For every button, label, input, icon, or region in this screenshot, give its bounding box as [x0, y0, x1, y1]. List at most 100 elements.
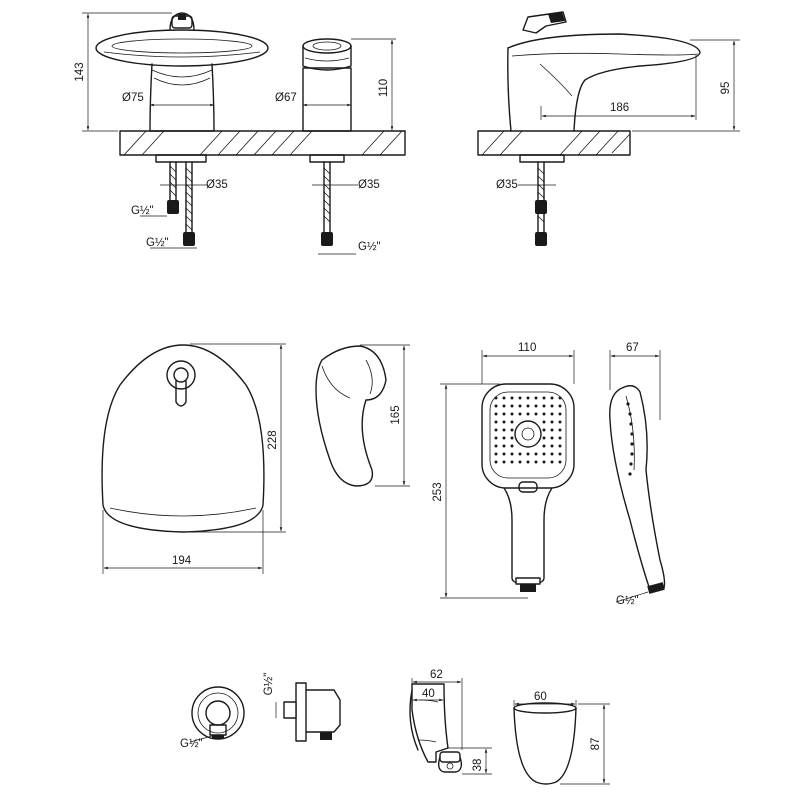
nozzle-dot	[550, 420, 554, 424]
dim-basin-height: 143	[74, 12, 172, 132]
nozzle-dot	[526, 452, 530, 456]
nozzle-dot	[510, 452, 514, 456]
dim-plate-height: 228	[190, 343, 286, 533]
label-holder-height: 38	[472, 759, 484, 772]
nozzle-dot	[494, 396, 498, 400]
nozzle-dot	[558, 412, 562, 416]
label-mixer-diameter: Ø67	[275, 92, 297, 104]
label-head-thread: G½"	[616, 595, 639, 607]
nozzle-dot	[550, 396, 554, 400]
dim-thread-1: G½"	[131, 205, 167, 217]
nozzle-dot	[518, 460, 522, 464]
nozzle-dot	[526, 396, 530, 400]
dim-holder-height: 38	[448, 747, 492, 775]
nozzle-dot	[550, 428, 554, 432]
label-handle-height: 165	[390, 405, 402, 424]
dim-holder-width-outer: 62	[411, 669, 463, 750]
label-holder-width-outer: 62	[430, 669, 443, 681]
label-spout-reach: 186	[610, 102, 629, 114]
nozzle-dot	[502, 396, 506, 400]
label-basin-height: 143	[74, 62, 86, 81]
nozzle-dot	[542, 420, 546, 424]
dim-head-length: 253	[432, 383, 528, 599]
label-cup-width: 60	[534, 691, 547, 703]
wall-outlet-front	[191, 686, 245, 740]
nozzle-dot	[558, 460, 562, 464]
side-nozzles	[626, 402, 634, 476]
nozzle-dot	[494, 404, 498, 408]
nozzle-dot	[542, 436, 546, 440]
hand-shower-side	[609, 385, 666, 594]
shower-nozzles	[494, 396, 562, 464]
dim-handle-height: 165	[360, 344, 410, 487]
nozzle-dot	[550, 444, 554, 448]
nozzle-dot	[502, 444, 506, 448]
faucet-side	[507, 11, 701, 246]
nozzle-dot	[534, 412, 538, 416]
dim-head-thread: G½"	[615, 591, 649, 607]
nozzle-dot	[534, 452, 538, 456]
dim-hose-diameter-1: Ø35	[160, 179, 228, 191]
dim-hose-diameter-3: Ø35	[496, 179, 556, 191]
label-plate-width: 194	[172, 555, 192, 567]
nozzle-dot	[494, 452, 498, 456]
wall-outlet-side	[283, 682, 341, 742]
nozzle-dot	[502, 428, 506, 432]
countertop-front	[119, 130, 406, 156]
nozzle-dot	[542, 452, 546, 456]
nozzle-dot	[518, 396, 522, 400]
nozzle-dot	[534, 460, 538, 464]
dim-outlet-thread-front: G½"	[180, 735, 213, 750]
dim-hose-diameter-2: Ø35	[312, 179, 380, 191]
dim-thread-3: G½"	[318, 241, 381, 255]
dim-head-width: 110	[481, 342, 575, 384]
nozzle-dot	[558, 436, 562, 440]
nozzle-dot	[510, 404, 514, 408]
nozzle-dot	[526, 412, 530, 416]
label-head-length: 253	[432, 482, 444, 501]
label-plate-height: 228	[267, 430, 279, 449]
wall-handle	[315, 345, 387, 487]
label-cup-height: 87	[590, 738, 602, 751]
nozzle-dot	[502, 452, 506, 456]
nozzle-dot	[494, 420, 498, 424]
label-thread-2: G½"	[146, 237, 169, 249]
dim-spout-height: 95	[632, 39, 740, 132]
dim-mixer-height: 110	[351, 38, 406, 132]
nozzle-dot	[510, 412, 514, 416]
label-spout-height: 95	[720, 82, 732, 95]
nozzle-dot	[526, 460, 530, 464]
nozzle-dot	[550, 404, 554, 408]
nozzle-dot	[502, 404, 506, 408]
countertop-side	[477, 130, 631, 156]
label-head-width: 110	[518, 342, 536, 354]
label-holder-width-inner: 40	[422, 688, 435, 700]
label-hose-diameter-1: Ø35	[206, 179, 228, 191]
nozzle-dot	[518, 404, 522, 408]
nozzle-dot	[534, 396, 538, 400]
label-mixer-height: 110	[378, 79, 390, 97]
shower-holder	[409, 683, 463, 773]
hand-shower-front	[481, 383, 575, 592]
label-thread-3: G½"	[358, 241, 381, 253]
dim-cup-width: 60	[513, 691, 577, 706]
nozzle-dot	[550, 436, 554, 440]
dim-basin-diameter: Ø75	[122, 92, 215, 107]
cover-cup	[513, 702, 577, 785]
nozzle-dot	[550, 412, 554, 416]
nozzle-dot	[558, 444, 562, 448]
dim-mixer-diameter: Ø67	[275, 92, 352, 107]
nozzle-dot	[542, 428, 546, 432]
label-head-depth: 67	[626, 342, 639, 354]
nozzle-dot	[502, 460, 506, 464]
nozzle-dot	[542, 444, 546, 448]
nozzle-dot	[494, 428, 498, 432]
nozzle-dot	[518, 412, 522, 416]
nozzle-dot	[550, 452, 554, 456]
nozzle-dot	[502, 436, 506, 440]
nozzle-dot	[550, 460, 554, 464]
nozzle-dot	[558, 420, 562, 424]
mixer-front	[302, 38, 352, 246]
label-thread-1: G½"	[131, 205, 154, 217]
nozzle-dot	[510, 428, 514, 432]
